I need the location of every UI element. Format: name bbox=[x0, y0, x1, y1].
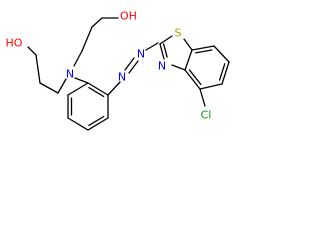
bond bbox=[88, 86, 105, 98]
bond bbox=[81, 26, 93, 52]
bond bbox=[188, 69, 202, 86]
bond bbox=[88, 115, 105, 127]
atom-label-n-azo-2: N bbox=[137, 48, 145, 61]
bond bbox=[171, 64, 186, 71]
bond bbox=[57, 78, 67, 94]
bond bbox=[73, 50, 83, 67]
atom-label-s: S bbox=[175, 27, 182, 40]
bond bbox=[199, 83, 223, 90]
bond bbox=[145, 42, 159, 51]
atom-label-oh-top: OH bbox=[120, 10, 137, 23]
bond bbox=[221, 61, 230, 85]
bond bbox=[67, 82, 89, 96]
bond bbox=[87, 117, 109, 131]
bond bbox=[184, 69, 201, 90]
bond bbox=[159, 43, 165, 60]
bonds bbox=[27, 17, 230, 131]
bond bbox=[74, 77, 89, 84]
bond bbox=[27, 46, 37, 56]
bond bbox=[87, 82, 109, 96]
bond bbox=[183, 38, 193, 51]
bond bbox=[218, 63, 226, 81]
bond bbox=[35, 54, 41, 84]
bond bbox=[67, 117, 89, 131]
atom-label-n-ring: N bbox=[158, 60, 166, 73]
bond bbox=[107, 81, 121, 96]
bond bbox=[162, 43, 168, 58]
bond bbox=[213, 45, 230, 63]
bond bbox=[39, 82, 59, 94]
bond bbox=[128, 60, 139, 74]
bond bbox=[191, 45, 215, 51]
bond bbox=[159, 35, 173, 45]
bond bbox=[195, 49, 213, 54]
atom-label-n-amine: N bbox=[66, 68, 74, 81]
bond bbox=[199, 88, 206, 107]
atom-label-cl: Cl bbox=[201, 109, 212, 122]
bond bbox=[124, 57, 135, 71]
atom-label-n-azo-1: N bbox=[118, 71, 126, 84]
bond bbox=[91, 17, 103, 28]
bond bbox=[184, 49, 193, 71]
atom-label-ho-left: HO bbox=[6, 37, 23, 50]
